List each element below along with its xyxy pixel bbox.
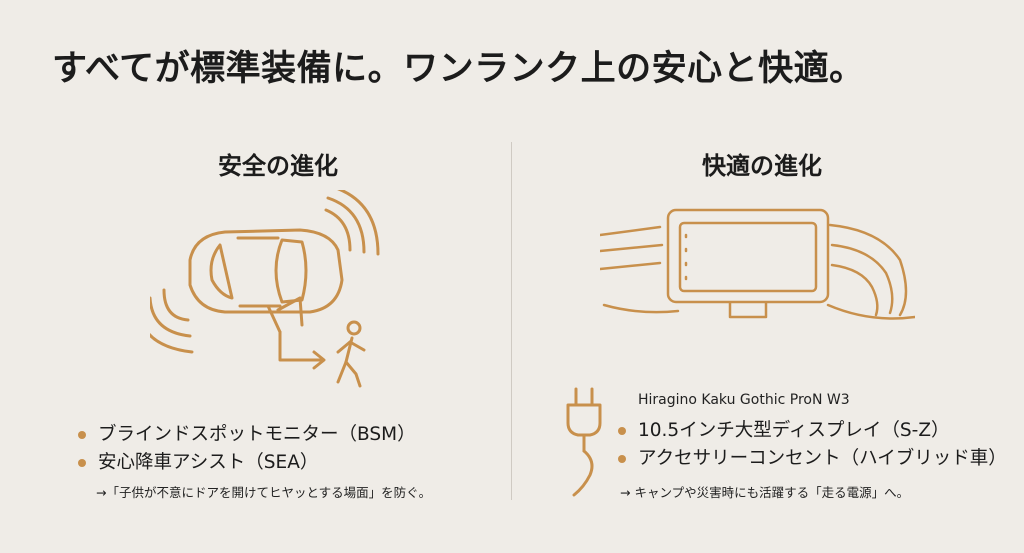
safety-note: →「子供が不意にドアを開けてヒヤッとする場面」を防ぐ。 [96,485,432,500]
car-safety-illustration [150,190,380,388]
list-item: アクセサリーコンセント（ハイブリッド車） [618,445,1007,473]
bullet-dot [78,431,86,439]
list-item: 10.5インチ大型ディスプレイ（S-Z） [618,417,1007,445]
bullet-dot [78,459,86,467]
radar-waves-icon [150,190,380,354]
list-item: 安心降車アシスト（SEA） [78,449,416,477]
comfort-note: → キャンプや災害時にも活躍する「走る電源」へ。 [620,485,910,500]
list-item: ブラインドスポットモニター（BSM） [78,421,416,449]
bullet-dot [618,427,626,435]
car-top-view-icon [188,228,344,334]
arrow-icon [278,330,326,370]
comfort-section-title: 快適の進化 [702,152,822,180]
safety-section-title: 安全の進化 [218,152,338,180]
page-headline: すべてが標準装備に。ワンランク上の安心と快適。 [52,49,865,89]
bullet-dot [618,455,626,463]
pedestrian-icon [336,320,366,388]
section-divider [511,142,512,500]
dashboard-display-icon [600,208,915,320]
comfort-feature-list: 10.5インチ大型ディスプレイ（S-Z） アクセサリーコンセント（ハイブリッド車… [618,417,1007,473]
font-name-label: Hiragino Kaku Gothic ProN W3 [638,392,850,408]
safety-feature-list: ブラインドスポットモニター（BSM） 安心降車アシスト（SEA） [78,421,416,477]
power-plug-icon [566,387,602,497]
